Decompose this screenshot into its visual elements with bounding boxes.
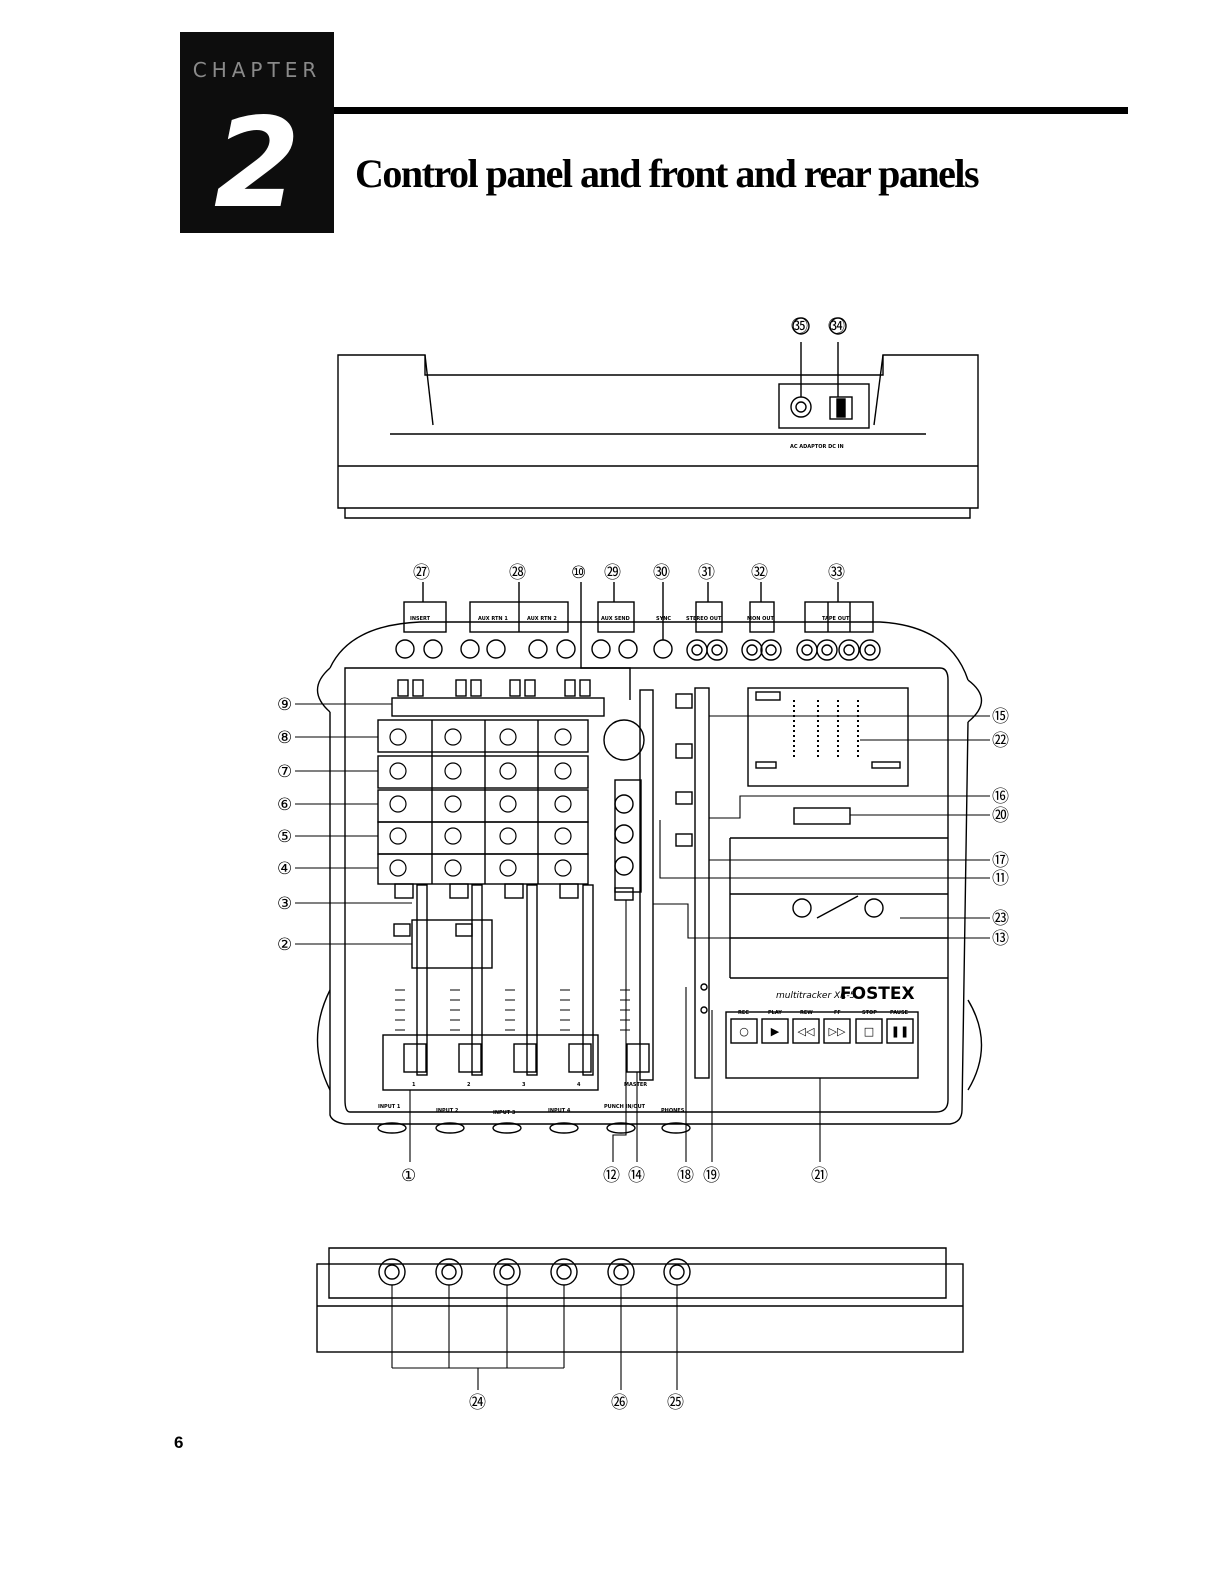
pause-button-icon: ❚❚ (891, 1025, 909, 1038)
input-select-switches (393, 883, 579, 969)
rear-jacks (395, 601, 881, 661)
front-panel-drawing (316, 1247, 964, 1390)
transport-label-rew: REW (800, 1010, 813, 1016)
top-panel-drawing (295, 582, 990, 1162)
callout-9: ⑨ (277, 695, 292, 715)
callout-1: ① (401, 1166, 416, 1186)
callout-12: ⑫ (603, 1166, 620, 1186)
channel-faders (382, 884, 599, 1091)
rewind-button-icon: ◁◁ (798, 1025, 815, 1038)
channel-number-1: 1 (412, 1082, 416, 1088)
front-label-input-1: INPUT 1 (378, 1104, 401, 1110)
callout-18: ⑱ (677, 1166, 694, 1186)
master-fader (620, 689, 654, 1081)
channel-number-4: 4 (577, 1082, 581, 1088)
callout-34: ㉞ (828, 317, 845, 337)
front-label-input-3: INPUT 3 (493, 1110, 516, 1116)
channel-knob-rows (377, 719, 589, 885)
transport-label-play: PLAY (768, 1010, 782, 1016)
front-label-phones: PHONES (661, 1108, 685, 1114)
callout-4: ④ (277, 859, 292, 879)
rear-dc-label: AC ADAPTOR DC IN (790, 444, 844, 450)
front-label-input-4: INPUT 4 (548, 1108, 571, 1114)
transport-label-ff: FF (834, 1010, 841, 1016)
front-label-punch: PUNCH IN/OUT (604, 1104, 646, 1110)
callout-26: ㉖ (611, 1393, 628, 1413)
callout-29: ㉙ (604, 563, 621, 583)
front-label-input-2: INPUT 2 (436, 1108, 459, 1114)
play-button-icon: ▶ (771, 1025, 780, 1038)
title-rule (334, 107, 1128, 114)
jack-label-tape-out: TAPE OUT (822, 616, 850, 622)
callout-22: ㉒ (992, 731, 1009, 751)
transport-label-stop: STOP (862, 1010, 877, 1016)
rec-button-icon: ○ (739, 1025, 749, 1038)
callout-24: ㉔ (469, 1393, 486, 1413)
callout-21: ㉑ (811, 1166, 828, 1186)
jack-label-insert: INSERT (410, 616, 431, 622)
meter-display (747, 687, 909, 825)
jack-label-aux-send: AUX SEND (601, 616, 630, 622)
jack-label-aux-rtn-1: AUX RTN 1 (478, 616, 508, 622)
transport-label-rec: REC (738, 1010, 749, 1016)
callout-3: ③ (277, 894, 292, 914)
callout-6: ⑥ (277, 795, 292, 815)
front-edge-jacks (377, 1122, 691, 1134)
model-label: multitracker XR-5 (776, 991, 856, 1001)
jack-label-aux-rtn-2: AUX RTN 2 (527, 616, 557, 622)
callout-13: ⑬ (992, 929, 1009, 949)
callout-23: ㉓ (992, 909, 1009, 929)
jack-label-mon-out: MON OUT (747, 616, 774, 622)
callout-30: ㉚ (653, 563, 670, 583)
callout-31: ㉛ (698, 563, 715, 583)
callout-15: ⑮ (992, 707, 1009, 727)
callout-28: ㉘ (509, 563, 526, 583)
callout-5: ⑤ (277, 827, 292, 847)
chapter-word: CHAPTER (192, 58, 322, 82)
callout-25: ㉕ (667, 1393, 684, 1413)
chapter-box: CHAPTER 2 (180, 32, 334, 236)
callout-7: ⑦ (277, 762, 292, 782)
chapter-number: 2 (213, 92, 301, 236)
aux-send-switches (391, 679, 605, 717)
callout-19: ⑲ (703, 1166, 720, 1186)
transport-area (725, 1011, 919, 1079)
callout-17: ⑰ (992, 851, 1009, 871)
front-jacks (378, 1258, 691, 1286)
transport-label-pause: PAUSE (890, 1010, 909, 1016)
callout-20: ⑳ (992, 806, 1009, 826)
callout-35: ㉟ (791, 317, 808, 337)
page-number: 6 (174, 1433, 184, 1452)
callout-2: ② (277, 935, 292, 955)
rear-panel-drawing (337, 342, 979, 519)
jack-label-sync: SYNC (656, 616, 671, 622)
callout-10: ⑩ (571, 563, 586, 583)
page-title: Control panel and front and rear panels (355, 151, 980, 196)
channel-number-3: 3 (522, 1082, 526, 1088)
channel-number-2: 2 (467, 1082, 471, 1088)
jack-label-stereo-out: STEREO OUT (686, 616, 722, 622)
callout-16: ⑯ (992, 787, 1009, 807)
fast-forward-button-icon: ▷▷ (829, 1025, 846, 1038)
callout-32: ㉜ (751, 563, 768, 583)
stop-button-icon: □ (864, 1025, 874, 1038)
callout-8: ⑧ (277, 728, 292, 748)
callout-14: ⑭ (628, 1166, 645, 1186)
callout-27: ㉗ (413, 563, 430, 583)
callout-33: ㉝ (828, 563, 845, 583)
brand-logo-text: FOSTEX (840, 984, 915, 1004)
callout-11: ⑪ (992, 869, 1009, 889)
pitch-and-monitor-section (603, 719, 645, 901)
master-label: MASTER (624, 1082, 647, 1088)
